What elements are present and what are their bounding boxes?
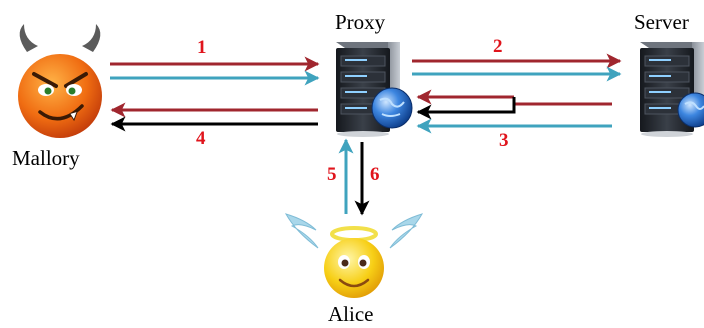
step-5-label: 5 [327, 164, 337, 185]
globe-icon [371, 87, 413, 129]
step-3-label: 3 [499, 130, 509, 151]
server-label: Server [634, 10, 689, 34]
step-4-label: 4 [196, 128, 206, 149]
arrow-3-black [416, 97, 516, 120]
step-6-label: 6 [370, 164, 380, 185]
globe-icon [677, 92, 704, 128]
step-1-label: 1 [197, 37, 207, 58]
alice-label: Alice [328, 302, 374, 326]
step-2-label: 2 [493, 36, 503, 57]
devil-face-icon [18, 24, 102, 138]
proxy-label: Proxy [335, 10, 386, 34]
angel-face-icon [284, 213, 424, 298]
mallory-label: Mallory [12, 146, 80, 170]
